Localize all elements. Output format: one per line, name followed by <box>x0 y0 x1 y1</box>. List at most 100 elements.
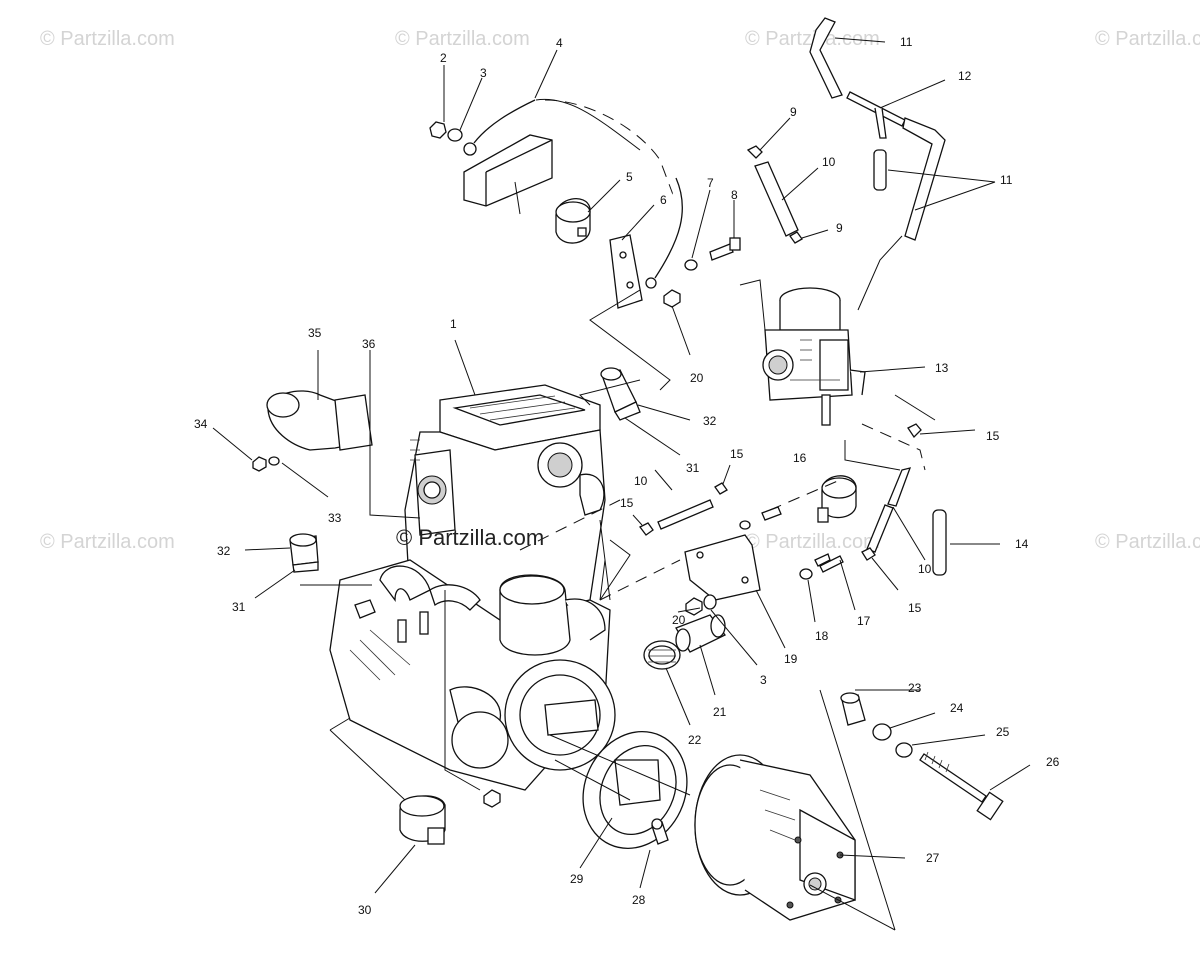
fuel-hose <box>866 504 894 553</box>
carburetor <box>762 287 866 426</box>
center-watermark: © Partzilla.com <box>396 525 544 550</box>
callout-15: 15 <box>620 496 634 510</box>
ground-cable-assembly <box>429 98 641 156</box>
hose-clamp <box>639 522 654 536</box>
callout-20: 20 <box>690 371 704 385</box>
overflow-hose <box>932 509 947 576</box>
callout-9: 9 <box>790 105 797 119</box>
washer <box>799 568 813 580</box>
bolt <box>814 553 831 567</box>
callout-10: 10 <box>634 474 648 488</box>
bolt <box>819 555 844 573</box>
callout-28: 28 <box>632 893 646 907</box>
mount-dashed-path <box>861 423 926 471</box>
vent-hose <box>809 17 843 99</box>
callout-2: 2 <box>440 51 447 65</box>
hose-clamp <box>714 482 728 495</box>
callout-labels: 1 2 3 3 4 5 6 7 8 9 9 10 10 10 11 11 12 … <box>194 35 1060 917</box>
washer <box>684 259 698 271</box>
fuel-hose <box>657 499 714 530</box>
watermark: © Partzilla.com <box>1095 531 1200 553</box>
callout-31: 31 <box>686 461 700 475</box>
washer <box>739 520 751 530</box>
watermark: © Partzilla.com <box>745 28 880 50</box>
ground-cable-route <box>544 99 676 201</box>
hose-clamp <box>907 423 922 439</box>
vent-hose <box>902 117 946 241</box>
hose-clamp-band <box>643 640 681 670</box>
callout-17: 17 <box>857 614 871 628</box>
watermark-layer: © Partzilla.com © Partzilla.com © Partzi… <box>40 28 1200 553</box>
callout-11: 11 <box>1000 173 1013 187</box>
callout-29: 29 <box>570 872 584 886</box>
rubber-mount <box>399 795 446 845</box>
callout-7: 7 <box>707 176 714 190</box>
callout-3: 3 <box>480 66 487 80</box>
callout-1: 1 <box>450 317 457 331</box>
callout-24: 24 <box>950 701 964 715</box>
intake-boot <box>266 390 373 451</box>
mounting-bracket <box>609 234 643 309</box>
callout-4: 4 <box>556 36 563 50</box>
bolt <box>709 237 741 261</box>
callout-11: 11 <box>900 35 913 49</box>
filter-adapter <box>675 614 726 653</box>
callout-10: 10 <box>822 155 836 169</box>
hose-clamp <box>746 145 763 159</box>
callout-26: 26 <box>1046 755 1060 769</box>
callout-32: 32 <box>217 544 231 558</box>
callout-31: 31 <box>232 600 246 614</box>
support-bracket <box>684 534 761 601</box>
callout-18: 18 <box>815 629 829 643</box>
breather-fitting <box>600 367 641 421</box>
callout-6: 6 <box>660 193 667 207</box>
callout-8: 8 <box>731 188 738 202</box>
callout-15: 15 <box>908 601 922 615</box>
engine-assembly <box>329 384 616 808</box>
watermark: © Partzilla.com <box>40 28 175 50</box>
lock-washer <box>895 742 913 758</box>
long-bolt <box>919 751 1004 821</box>
callout-23: 23 <box>908 681 922 695</box>
callout-34: 34 <box>194 417 208 431</box>
leader-lines <box>212 37 1031 931</box>
spacer <box>840 692 866 726</box>
watermark: © Partzilla.com <box>745 531 880 553</box>
mount-dashed-path <box>599 559 681 601</box>
rubber-mount <box>817 475 857 523</box>
callout-22: 22 <box>688 733 702 747</box>
callout-15: 15 <box>986 429 1000 443</box>
cable-lead <box>654 177 683 279</box>
nut <box>663 289 681 308</box>
callout-21: 21 <box>713 705 727 719</box>
nut <box>252 456 267 472</box>
callout-27: 27 <box>926 851 940 865</box>
callout-30: 30 <box>358 903 372 917</box>
callout-25: 25 <box>996 725 1010 739</box>
callout-14: 14 <box>1015 537 1029 551</box>
watermark: © Partzilla.com <box>395 28 530 50</box>
callout-12: 12 <box>958 69 972 83</box>
fuel-hose <box>754 161 799 237</box>
callout-15: 15 <box>730 447 744 461</box>
breather-fitting <box>289 533 319 573</box>
callout-35: 35 <box>308 326 322 340</box>
rubber-mount <box>555 198 591 244</box>
callout-13: 13 <box>935 361 949 375</box>
callout-33: 33 <box>328 511 342 525</box>
callout-5: 5 <box>626 170 633 184</box>
nut <box>685 597 703 616</box>
frame-bracket <box>463 134 553 215</box>
callout-20: 20 <box>672 613 686 627</box>
callout-19: 19 <box>784 652 798 666</box>
washer <box>703 594 717 610</box>
watermark: © Partzilla.com <box>40 531 175 553</box>
fuel-hose <box>887 467 912 507</box>
watermark: © Partzilla.com <box>1095 28 1200 50</box>
hose-clamp <box>789 231 803 244</box>
callout-10: 10 <box>918 562 932 576</box>
callout-36: 36 <box>362 337 376 351</box>
washer <box>872 723 892 741</box>
hose-clamp <box>861 547 876 561</box>
